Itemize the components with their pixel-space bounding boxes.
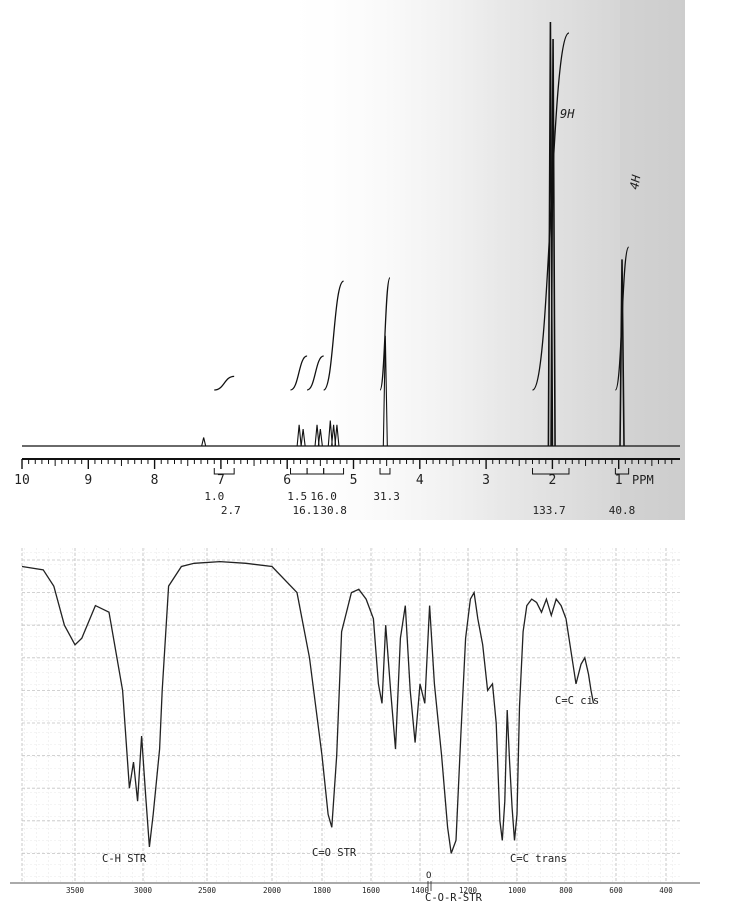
nmr-integral-curve [614,246,630,391]
nmr-tick-label: 10 [14,473,30,488]
nmr-integral-label: 40.8 [609,504,636,517]
ir-annotation-co-str: C=O STR [312,847,357,859]
nmr-integral-bracket [213,468,235,475]
ir-annotation-cc-trans: C=C trans [510,853,567,865]
ir-grid-major [21,548,682,883]
nmr-peak [314,424,320,447]
nmr-integral-label: 1.0 [204,490,224,503]
nmr-annotation-4h: 4H [627,173,643,190]
nmr-integral-bracket [532,468,570,475]
nmr-tick-label: 8 [151,473,159,488]
nmr-axis-ticks [21,459,673,469]
ir-annotation-ch-str: C-H STR [102,853,147,865]
ir-tick-label: 1800 [313,886,332,895]
nmr-tick-label: 6 [283,473,291,488]
nmr-integral-label: 133.7 [533,504,566,517]
ir-axis-tick-labels: 3500 3000 2500 2000 1800 1600 1400 1200 1000 800 6… [66,886,673,895]
nmr-peak [550,38,556,447]
nmr-integral-label: 31.3 [373,490,400,503]
nmr-integral-curve [379,277,391,391]
nmr-annotation-9h: 9H [560,107,575,121]
nmr-axis-tick-labels: 10 9 8 7 6 5 4 3 2 1 [14,473,622,488]
nmr-peak [327,420,333,447]
nmr-tick-label: 7 [217,473,225,488]
nmr-tick-label: 4 [416,473,424,488]
ir-grid-minor [22,548,682,883]
nmr-tick-label: 1 [615,473,623,488]
ir-tick-label: 1600 [362,886,381,895]
nmr-integral-bracket [614,468,630,475]
nmr-peak [296,424,302,447]
nmr-peak [201,437,207,447]
nmr-x-axis-label: PPM [632,473,654,487]
ir-tick-label: 400 [659,886,673,895]
nmr-integral-label: 30.8 [320,504,347,517]
ir-annotation-cor-str: C-O-R-STR [425,892,483,902]
ir-carbonyl-o-marker: O [426,871,431,881]
ir-tick-label: 600 [609,886,623,895]
nmr-integral-label: 16.1 [293,504,320,517]
nmr-shaded-background [275,0,685,520]
nmr-peak [300,428,306,447]
nmr-tick-label: 2 [548,473,556,488]
nmr-peak [334,424,340,447]
nmr-integral-curve [290,355,308,391]
nmr-integral-label: 2.7 [221,504,241,517]
ir-tick-label: 1200 [459,886,478,895]
nmr-tick-label: 5 [350,473,358,488]
nmr-integral-curve [531,32,570,391]
ir-tick-label: 2500 [198,886,217,895]
ir-tick-label: 3500 [66,886,85,895]
nmr-integral-curve [323,280,345,391]
ir-tick-label: 2000 [263,886,282,895]
nmr-peak [619,259,625,447]
nmr-integral-label: 16.0 [310,490,337,503]
nmr-integral-label: 1.5 [287,490,307,503]
ir-spectrum: 3500 3000 2500 2000 1800 1600 1400 1200 1000 800 6… [0,540,729,902]
nmr-shaded-background-right [620,0,685,520]
nmr-integral-curve [306,355,324,391]
nmr-peak [317,428,323,447]
nmr-integral-bracket [379,468,391,475]
ir-tick-label: 3000 [134,886,153,895]
nmr-peak [331,424,337,447]
nmr-tick-label: 9 [84,473,92,488]
ir-annotation-cc-cis: C=C cis [555,695,599,707]
nmr-integral-curves [214,32,630,391]
ir-tick-label: 800 [559,886,573,895]
ir-tick-label: 1400 [411,886,430,895]
ir-tick-label: 1000 [508,886,527,895]
nmr-integral-curve [214,375,235,391]
ir-spectrum-line [21,560,595,854]
nmr-integral-bracket [323,468,345,475]
nmr-integral-brackets [213,468,630,475]
nmr-tick-label: 3 [482,473,490,488]
